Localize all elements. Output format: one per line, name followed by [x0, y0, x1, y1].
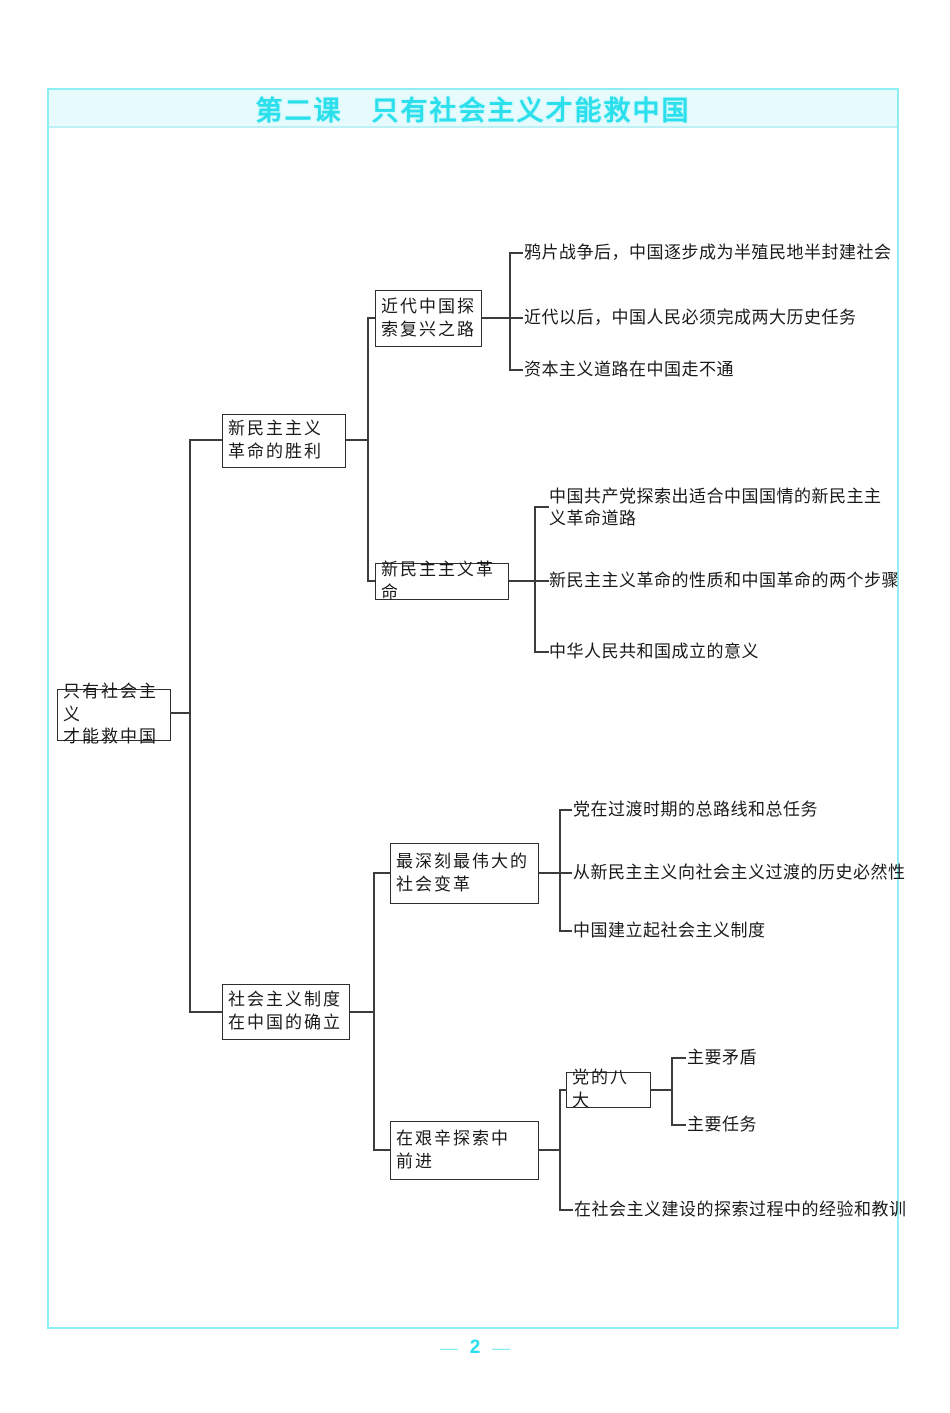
connector-line	[189, 1011, 222, 1013]
connector-line	[559, 930, 572, 932]
leaf-revolution-nature-steps: 新民主主义革命的性质和中国革命的两个步骤	[549, 571, 899, 590]
leaf-socialist-system-established: 中国建立起社会主义制度	[573, 921, 766, 940]
connector-line	[671, 1058, 673, 1125]
connector-line	[671, 1057, 686, 1059]
node-branch-socialist-system: 社会主义制度 在中国的确立	[222, 984, 350, 1040]
connector-line	[367, 580, 375, 582]
connector-line	[482, 317, 510, 319]
footer-left-dash: —	[439, 1337, 458, 1358]
connector-line	[373, 1149, 390, 1151]
connector-line	[189, 439, 222, 441]
leaf-experience-lessons: 在社会主义建设的探索过程中的经验和教训	[574, 1200, 907, 1219]
connector-line	[534, 651, 549, 653]
connector-line	[373, 873, 375, 1150]
connector-line	[559, 810, 561, 931]
connector-line	[367, 317, 375, 319]
leaf-main-contradiction: 主要矛盾	[687, 1048, 757, 1067]
node-branch-new-democratic-victory: 新民主主义 革命的胜利	[222, 414, 346, 468]
connector-line	[539, 1149, 560, 1151]
connector-line	[559, 1090, 561, 1210]
node-advance-in-exploration: 在艰辛探索中 前进	[390, 1121, 539, 1180]
page-title: 第二课 只有社会主义才能救中国	[255, 95, 691, 126]
leaf-historical-inevitability: 从新民主主义向社会主义过渡的历史必然性	[573, 863, 906, 882]
footer-right-dash: —	[492, 1337, 511, 1358]
page-footer: — 2 —	[0, 1337, 950, 1359]
connector-line	[534, 507, 536, 652]
node-root: 只有社会主义 才能救中国	[57, 682, 171, 746]
connector-line	[671, 1124, 686, 1126]
node-greatest-social-change: 最深刻最伟大的 社会变革	[390, 843, 539, 904]
connector-line	[534, 506, 549, 508]
leaf-two-historic-tasks: 近代以后，中国人民必须完成两大历史任务	[524, 308, 857, 327]
node-modern-china-exploration: 近代中国探 索复兴之路	[375, 290, 482, 347]
connector-line	[559, 872, 572, 874]
connector-line	[651, 1089, 672, 1091]
connector-line	[170, 712, 190, 714]
connector-line	[509, 252, 523, 254]
connector-line	[559, 809, 572, 811]
leaf-opium-war: 鸦片战争后，中国逐步成为半殖民地半封建社会	[524, 243, 892, 262]
node-eighth-congress: 党的八大	[566, 1068, 651, 1110]
leaf-main-task: 主要任务	[687, 1115, 757, 1134]
connector-line	[509, 317, 523, 319]
connector-line	[559, 1209, 573, 1211]
connector-line	[509, 253, 511, 370]
leaf-transition-general-line: 党在过渡时期的总路线和总任务	[573, 800, 818, 819]
node-new-democratic-revolution: 新民主主义革命	[375, 560, 509, 602]
connector-line	[509, 580, 535, 582]
connector-line	[189, 440, 191, 1013]
title-bar: 第二课 只有社会主义才能救中国	[49, 90, 897, 128]
connector-line	[373, 872, 390, 874]
leaf-capitalist-road: 资本主义道路在中国走不通	[524, 360, 734, 379]
connector-line	[559, 1089, 567, 1091]
connector-line	[350, 1011, 374, 1013]
connector-line	[509, 369, 523, 371]
leaf-cpc-revolution-road: 中国共产党探索出适合中国国情的新民主主 义革命道路	[549, 487, 882, 528]
connector-line	[534, 580, 549, 582]
connector-line	[346, 439, 368, 441]
connector-line	[367, 318, 369, 581]
leaf-prc-founding-significance: 中华人民共和国成立的意义	[549, 642, 759, 661]
connector-line	[539, 872, 560, 874]
page-number: 2	[469, 1337, 481, 1358]
